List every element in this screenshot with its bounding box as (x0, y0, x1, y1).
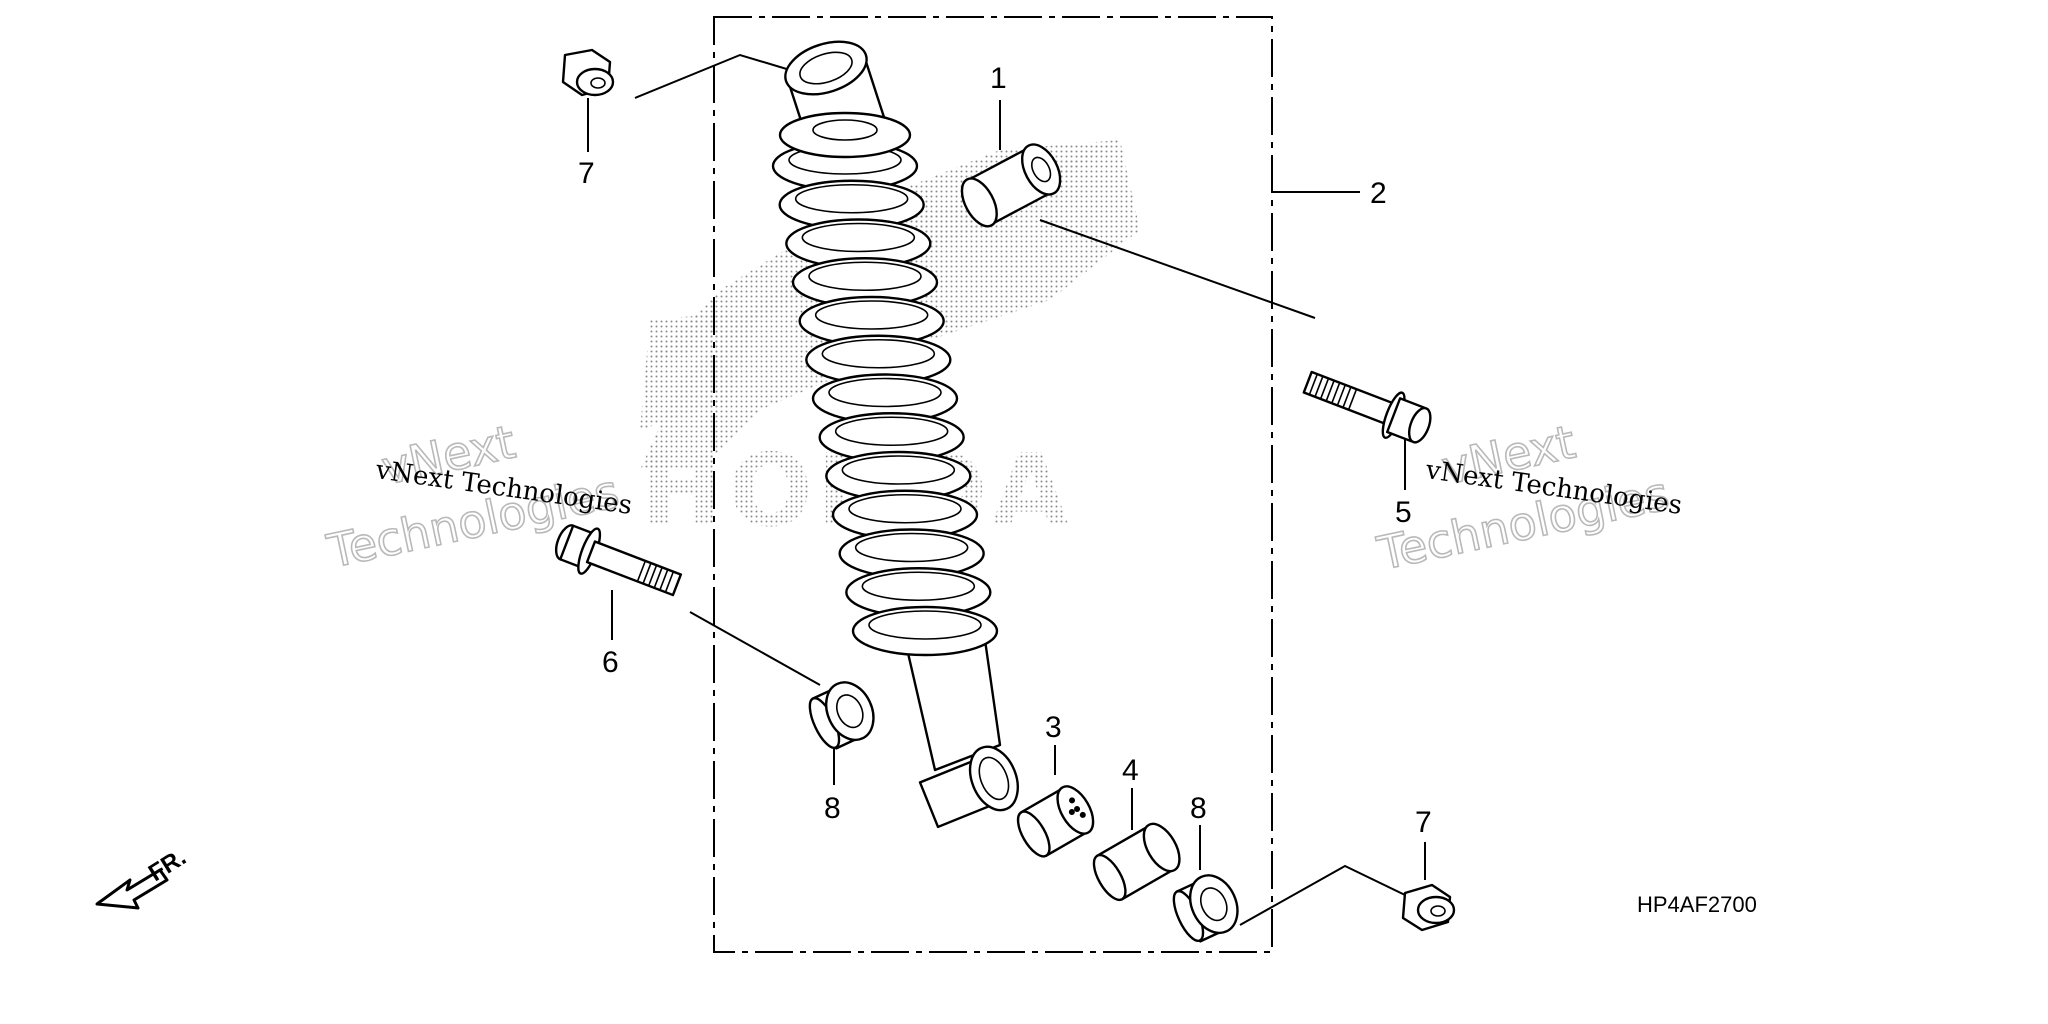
callout-2: 2 (1370, 177, 1387, 210)
nut-part-7-bottom (1401, 883, 1456, 932)
callout-8-right: 8 (1190, 792, 1207, 825)
collar-part-4 (1092, 822, 1181, 902)
callout-7-top: 7 (578, 157, 595, 190)
bolt-part-6 (554, 524, 683, 597)
spring-coil-inner (801, 222, 916, 253)
spring-coil-inner (814, 300, 929, 330)
spring-coil-inner (854, 532, 969, 563)
nut-part-7-top (561, 48, 615, 97)
spring-coil-inner (841, 455, 956, 485)
diagram-code: HP4AF2700 (1637, 892, 1757, 917)
spring-coil-inner (848, 493, 962, 524)
front-direction-indicator: FR. (95, 844, 191, 910)
leader-lines (587, 53, 1426, 926)
washer-part-8-right (1172, 874, 1239, 943)
assembly-frame (713, 16, 1273, 953)
spring-coil-inner (821, 338, 936, 369)
callout-8-left: 8 (824, 792, 841, 825)
spring-coil-inner (834, 416, 949, 447)
spring-coil-inner (828, 377, 942, 408)
bolt-part-5 (1302, 370, 1432, 444)
bushing-part-1 (960, 143, 1062, 228)
spring-coil-inner (808, 261, 922, 292)
spring-coil-inner (794, 183, 909, 214)
callout-7-bottom: 7 (1415, 806, 1432, 839)
washer-part-8-left (808, 681, 875, 750)
shock-absorber (771, 40, 1019, 829)
callout-1: 1 (990, 62, 1007, 95)
collar-part-3 (1016, 785, 1095, 858)
spring-coil-inner (861, 571, 976, 602)
callout-5: 5 (1395, 496, 1412, 529)
front-arrow-icon (95, 868, 169, 910)
callout-4: 4 (1122, 754, 1139, 787)
spring-coil-inner (868, 610, 982, 640)
callout-3: 3 (1045, 711, 1062, 744)
callout-6: 6 (602, 646, 619, 679)
